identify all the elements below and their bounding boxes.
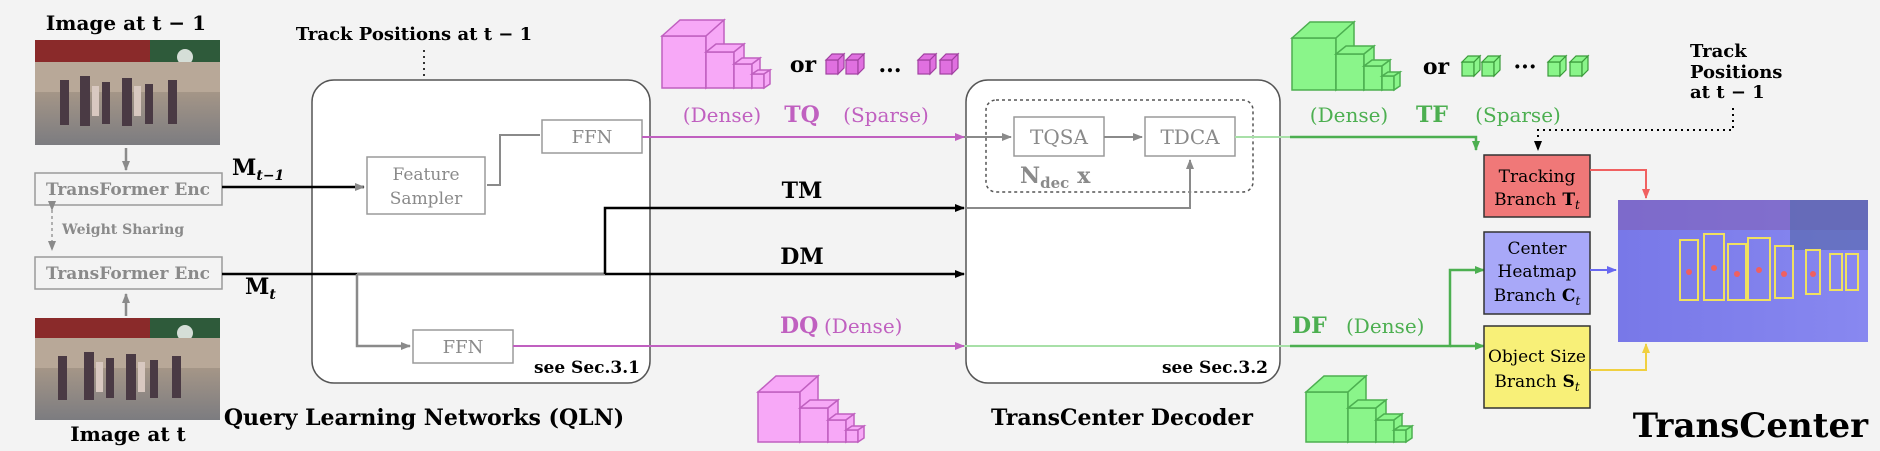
encoder-box-top [34,172,223,206]
tf-line [1290,135,1480,151]
tq-sparse-token-4 [938,52,960,76]
track-positions-right-line1: Track [1690,41,1747,62]
tf-sparse-label: (Sparse) [1475,103,1561,127]
track-positions-top-label: Track Positions at t − 1 [296,24,532,45]
dq-dense-label: (Dense) [824,314,902,338]
track-positions-right-line2: Positions [1690,62,1782,83]
center-heatmap-branch-box [1483,231,1591,315]
ffn-bottom-label: FFN [443,337,484,358]
df-line-center [1290,266,1485,348]
sampler-to-ffn-connector [487,134,540,186]
feature-sampler-box [366,156,486,215]
tq-sparse-token-3 [916,52,938,76]
ffn-bottom-box [412,329,514,364]
ffn-top-label: FFN [572,127,613,148]
tf-sparse-token-3 [1546,54,1568,78]
image-curr-label: Image at t [70,422,186,446]
tf-sparse-token-4 [1568,54,1590,78]
center-branch-line2: Heatmap [1498,262,1577,282]
decoder-section-ref: see Sec.3.2 [1162,358,1268,378]
image-prev-frame [35,40,220,145]
tq-dense-label: (Dense) [683,103,761,127]
tm-label: TM [782,178,823,204]
image-prev-label: Image at t − 1 [46,11,206,35]
encoder-label-top: TransFormer Enc [46,180,210,200]
tdca-label: TDCA [1160,125,1220,149]
decoder-title: TransCenter Decoder [991,405,1253,431]
tf-sparse-token-1 [1460,54,1482,78]
or-right-label: or [1423,54,1450,80]
tq-dense-cube-stack [660,18,773,90]
object-size-branch-box [1483,325,1591,409]
encoder-label-bottom: TransFormer Enc [46,264,210,284]
tf-dense-label: (Dense) [1310,103,1388,127]
weight-sharing-label: Weight Sharing [61,222,184,238]
df-label: DF [1292,313,1327,339]
ndec-dashed-group [985,99,1254,193]
image-curr-frame [35,318,220,420]
qln-section-ref: see Sec.3.1 [534,358,640,378]
tqsa-label: TQSA [1030,125,1088,149]
tq-label: TQ [784,102,820,128]
feature-sampler-line1: Feature [392,165,459,185]
tracking-branch-box [1483,154,1591,218]
tm-into-tdca [966,159,1194,209]
tq-sparse-token-1 [824,52,846,76]
size-branch-line1: Object Size [1488,347,1586,367]
dots-top-label: ... [879,52,902,78]
track-positions-right-line3: at t − 1 [1690,82,1765,103]
tracking-branch-line1: Tracking [1499,167,1576,187]
tqsa-box [1013,116,1105,157]
or-top-label: or [790,52,817,78]
tf-label: TF [1416,102,1448,128]
dq-dense-cube-stack [756,374,867,444]
tracking-to-output-arrow [1590,169,1650,199]
tf-dense-cube-stack [1290,20,1403,92]
tm-line [603,204,965,274]
tq-sparse-label: (Sparse) [843,103,929,127]
dm-label: DM [780,244,823,270]
tq-sparse-token-2 [844,52,866,76]
feature-sampler-line2: Sampler [390,189,463,209]
qln-title: Query Learning Networks (QLN) [224,405,624,431]
output-tracking-image [1618,200,1868,342]
m-prev-label: Mt−1 [232,155,284,184]
center-branch-line1: Center [1507,239,1567,259]
size-to-output-arrow [1590,343,1650,371]
m-curr-to-ffn-bottom [355,274,411,350]
dots-right-label: ··· [1514,54,1537,80]
qln-container [311,79,651,384]
df-dense-label: (Dense) [1346,314,1424,338]
brand-title: TransCenter [1633,406,1869,446]
tf-sparse-token-2 [1480,54,1502,78]
df-dense-cube-stack [1304,374,1415,444]
dq-label: DQ [780,313,818,339]
m-curr-label: Mt [245,274,276,303]
